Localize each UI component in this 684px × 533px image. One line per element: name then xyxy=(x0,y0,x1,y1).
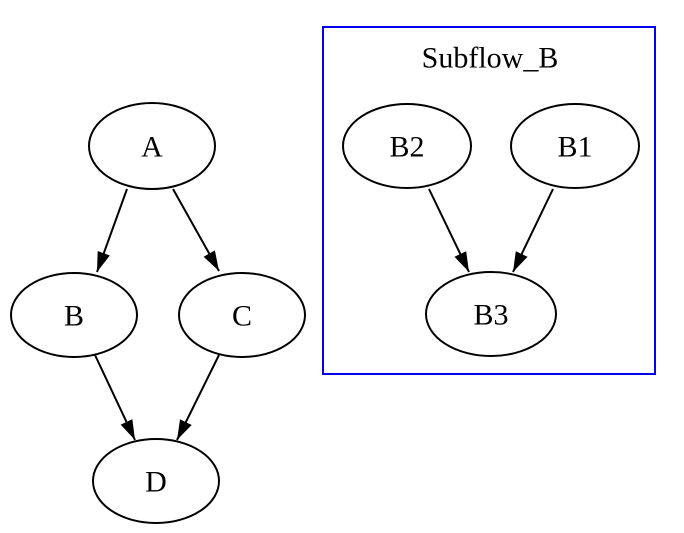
node-C-shape xyxy=(178,272,306,358)
cluster-subflow-b: Subflow_B xyxy=(322,26,656,375)
edge-A-B xyxy=(96,188,128,273)
node-A: A xyxy=(88,102,216,190)
node-B-shape xyxy=(10,272,138,358)
cluster-border xyxy=(322,26,656,375)
node-D-shape xyxy=(92,438,220,524)
node-A-shape xyxy=(88,102,216,190)
node-B3-label: B3 xyxy=(473,299,508,332)
edge-B1-B3 xyxy=(512,188,554,273)
node-B1-shape xyxy=(510,103,640,189)
node-B2: B2 xyxy=(342,103,472,189)
edge-B2-B3 xyxy=(428,188,470,273)
edge-C-D xyxy=(176,354,220,441)
edge-A-C xyxy=(172,188,220,272)
node-B-label: B xyxy=(64,300,84,333)
node-B3-shape xyxy=(425,271,557,357)
node-D: D xyxy=(92,438,220,524)
node-A-label: A xyxy=(141,131,163,164)
node-B1: B1 xyxy=(510,103,640,189)
node-C: C xyxy=(178,272,306,358)
node-B2-shape xyxy=(342,103,472,189)
node-B3: B3 xyxy=(425,271,557,357)
node-C-label: C xyxy=(232,300,252,333)
node-D-label: D xyxy=(145,466,167,499)
node-B2-label: B2 xyxy=(389,131,424,164)
cluster-label: Subflow_B xyxy=(422,42,559,75)
node-B1-label: B1 xyxy=(557,131,592,164)
node-B: B xyxy=(10,272,138,358)
edge-B-D xyxy=(94,354,136,441)
